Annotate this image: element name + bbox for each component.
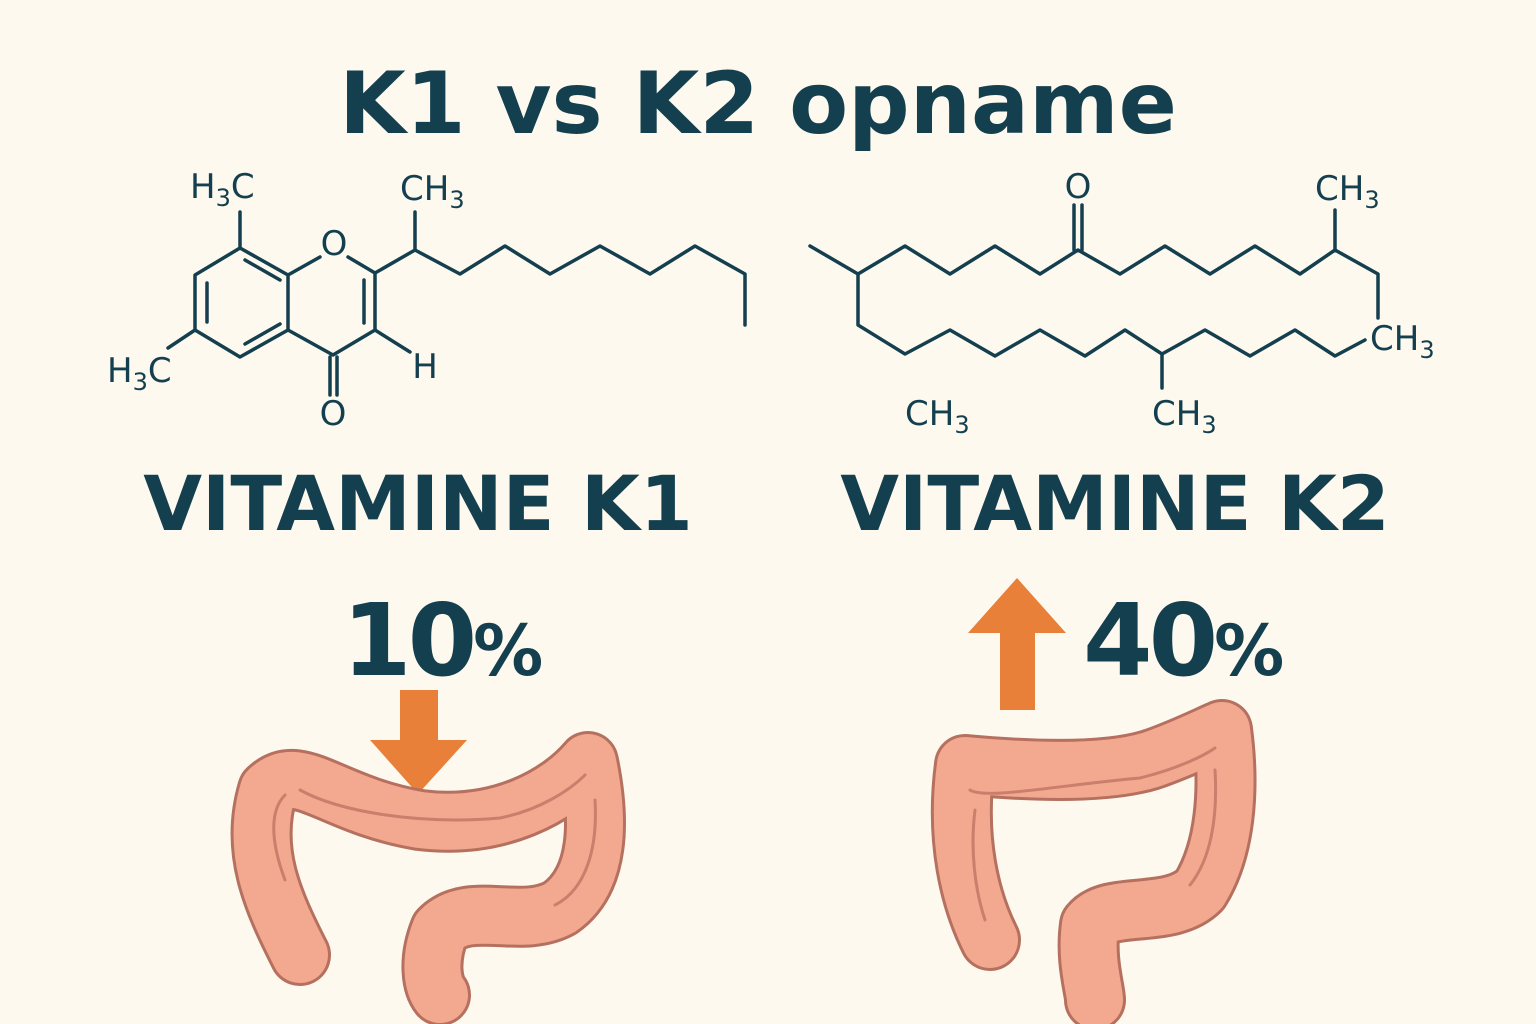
arrow-up-icon	[968, 578, 1066, 710]
page-title: K1 vs K2 opname	[339, 54, 1177, 154]
svg-text:O: O	[320, 394, 347, 434]
k2-label: VITAMINE K2	[840, 459, 1390, 548]
k1-label: VITAMINE K1	[143, 459, 693, 548]
k1-percent: 10%	[342, 582, 541, 699]
svg-text:CH3: CH3	[1152, 394, 1217, 439]
k1-molecule: H3C H3C O O H CH3	[107, 167, 747, 434]
svg-text:H3C: H3C	[107, 351, 172, 396]
svg-text:CH3: CH3	[1315, 169, 1380, 214]
svg-text:H3C: H3C	[190, 167, 255, 212]
svg-text:O: O	[321, 224, 348, 264]
arrow-down-icon	[370, 690, 467, 794]
k2-percent: 40%	[1083, 582, 1282, 699]
svg-text:O: O	[1065, 167, 1092, 207]
svg-text:CH3: CH3	[400, 169, 465, 214]
svg-text:CH3: CH3	[1370, 319, 1435, 364]
svg-text:H: H	[412, 347, 438, 387]
k2-intestine-icon	[930, 699, 1257, 1024]
k1-intestine-icon	[230, 731, 626, 1024]
k2-molecule: O CH3 CH3 CH3 CH3	[808, 167, 1435, 439]
svg-text:CH3: CH3	[905, 394, 970, 439]
